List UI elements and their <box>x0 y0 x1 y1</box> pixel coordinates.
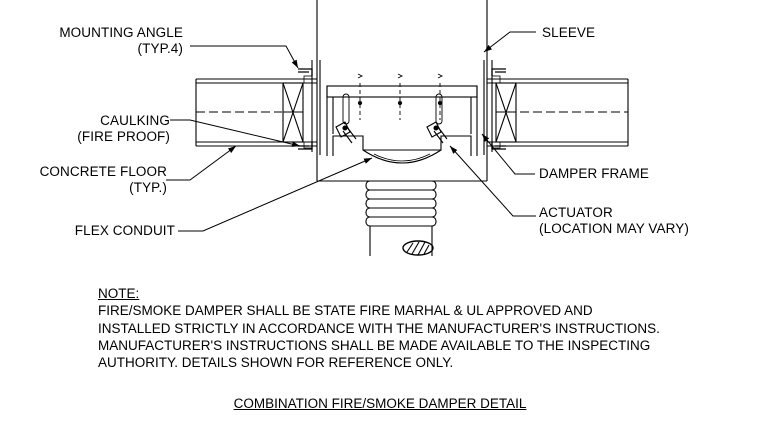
label-caulking: CAULKING (FIRE PROOF) <box>77 113 170 144</box>
note-heading: NOTE: <box>98 286 140 301</box>
mounting-angles <box>298 68 506 150</box>
label-actuator: ACTUATOR (LOCATION MAY VARY) <box>539 205 689 236</box>
leader-lines <box>166 31 536 232</box>
left-insulation-block <box>282 82 304 143</box>
sleeve <box>311 60 493 155</box>
note-block: NOTE: FIRE/SMOKE DAMPER SHALL BE STATE F… <box>98 285 660 371</box>
caulking <box>303 75 501 149</box>
label-damper-frame: DAMPER FRAME <box>539 166 649 181</box>
label-flex-conduit: FLEX CONDUIT <box>74 223 175 238</box>
duct <box>316 0 488 182</box>
label-sleeve: SLEEVE <box>542 25 596 40</box>
detail-title: COMBINATION FIRE/SMOKE DAMPER DETAIL <box>233 396 527 411</box>
damper-blades <box>342 73 444 125</box>
flex-conduit <box>365 180 437 256</box>
right-insulation-block <box>495 82 517 143</box>
label-mounting-angle: MOUNTING ANGLE (TYP.4) <box>59 25 183 56</box>
note-line: FIRE/SMOKE DAMPER SHALL BE STATE FIRE MA… <box>98 303 593 319</box>
concrete-floor-slab <box>195 78 629 147</box>
label-concrete-floor: CONCRETE FLOOR (TYP.) <box>39 164 167 195</box>
note-line: MANUFACTURER'S INSTRUCTIONS SHALL BE MAD… <box>98 337 651 353</box>
note-line: INSTALLED STRICTLY IN ACCORDANCE WITH TH… <box>98 320 660 336</box>
damper-frame <box>326 85 478 164</box>
note-line: AUTHORITY. DETAILS SHOWN FOR REFERENCE O… <box>98 355 454 371</box>
actuators <box>335 121 448 144</box>
